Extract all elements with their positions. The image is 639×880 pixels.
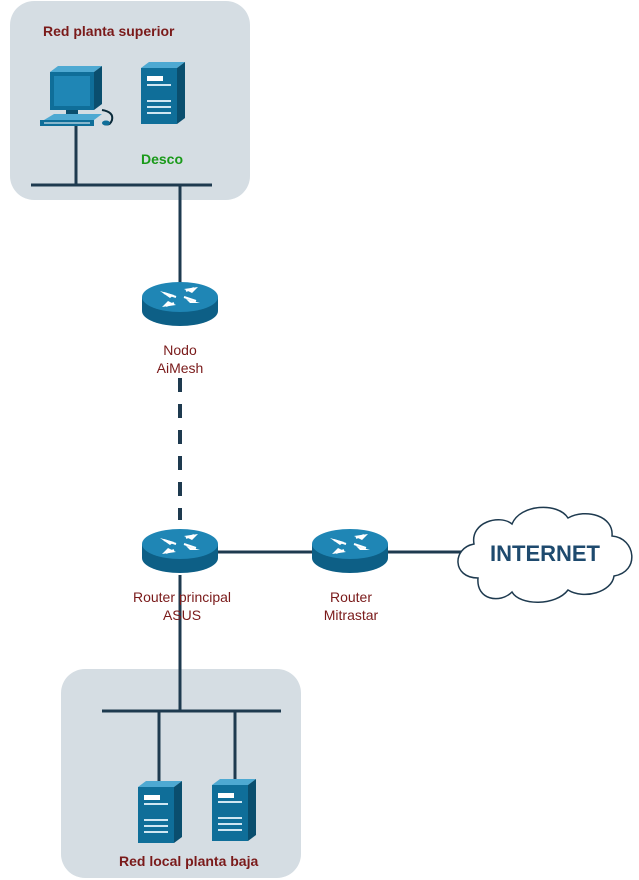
mitrastar-label-line2: Mitrastar (324, 607, 379, 623)
internet-label: INTERNET (490, 541, 601, 566)
main-router-label-line1: Router principal (133, 589, 231, 605)
desco-tower-icon (141, 62, 185, 124)
mitrastar-router-icon (311, 528, 389, 574)
lower-server-1-icon (138, 781, 182, 843)
desco-label: Desco (141, 151, 183, 167)
workstation-icon (40, 66, 114, 126)
upper-zone-title: Red planta superior (43, 23, 175, 39)
nodo-label-line1: Nodo (163, 342, 197, 358)
upper-zone (10, 1, 250, 200)
nodo-label-line2: AiMesh (157, 360, 204, 376)
main-router-label-line2: ASUS (163, 607, 201, 623)
main-router-icon (141, 528, 219, 574)
internet-cloud-icon (457, 506, 633, 603)
lower-zone-title: Red local planta baja (119, 853, 258, 869)
nodo-aimesh-router-icon (141, 281, 219, 327)
mitrastar-label-line1: Router (330, 589, 372, 605)
lower-server-2-icon (212, 779, 256, 841)
